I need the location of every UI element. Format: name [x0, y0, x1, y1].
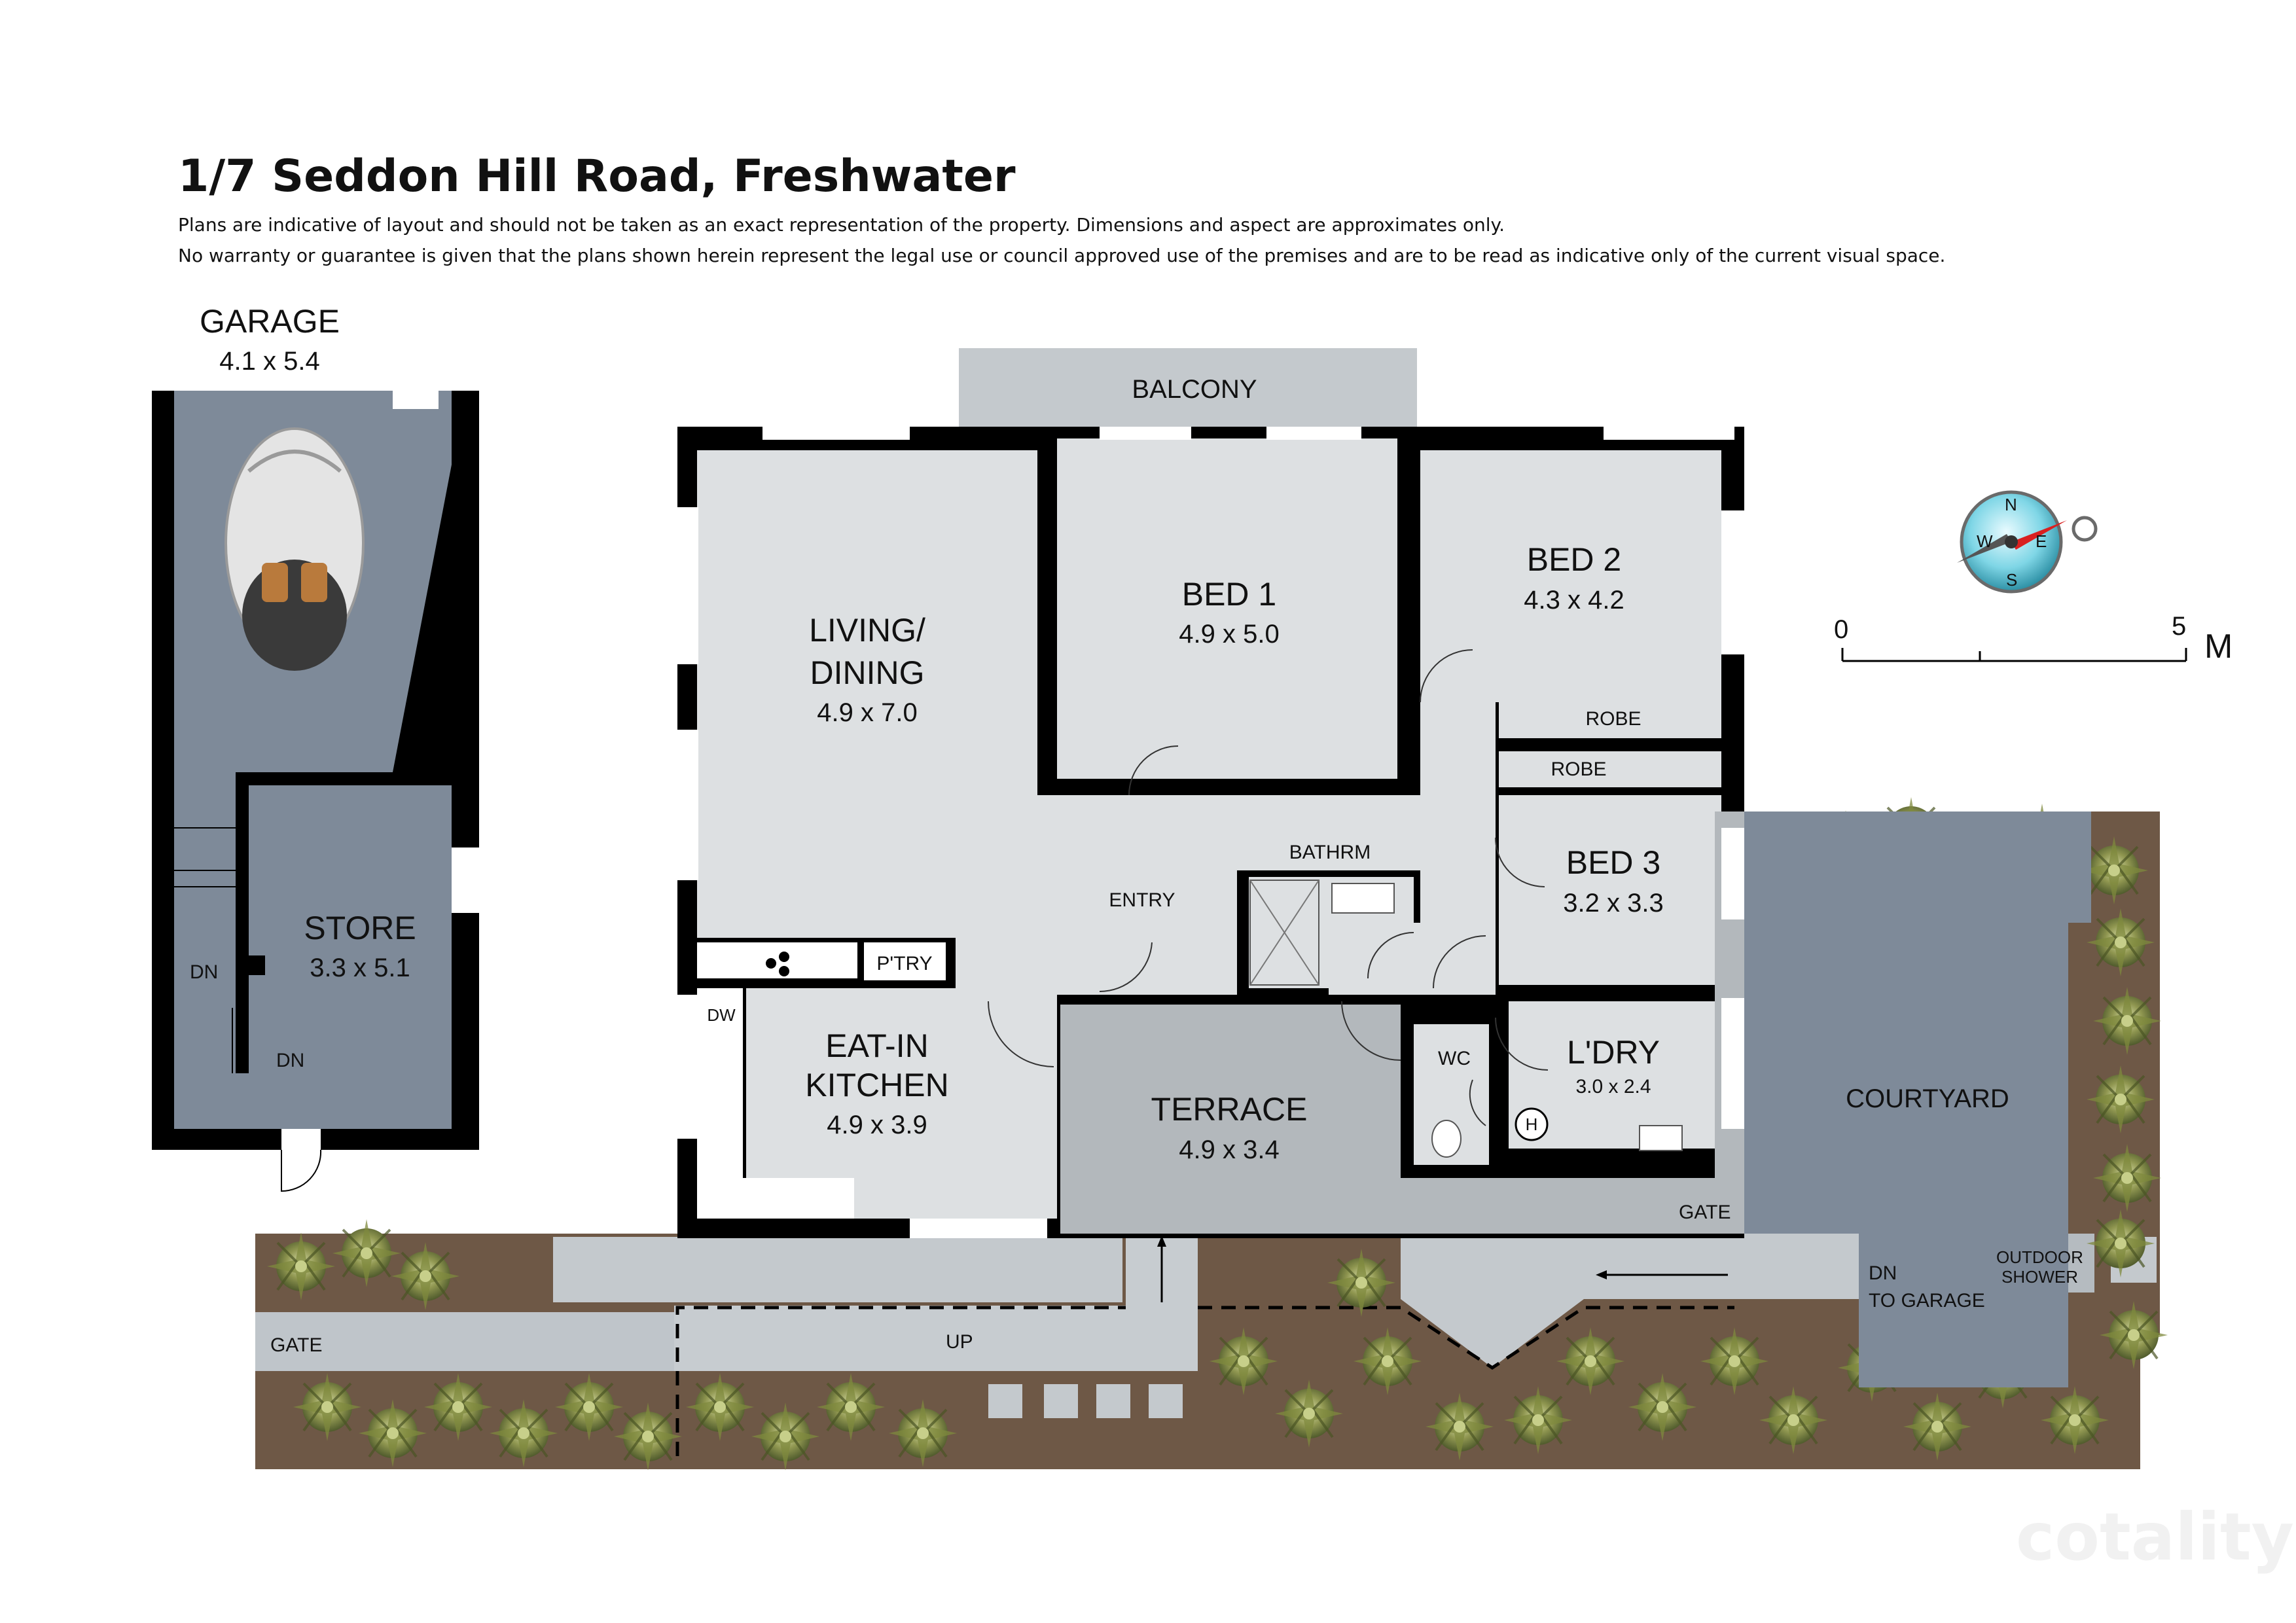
- disclaimer-line-2: No warranty or guarantee is given that t…: [178, 245, 1946, 266]
- robe-upper: [1499, 702, 1721, 738]
- annotation-labels: GATE GATE UP DN TO GARAGE OUTDOOR SHOWER…: [190, 961, 2083, 1356]
- outdoor-shower-label-2: SHOWER: [2001, 1267, 2078, 1287]
- scale-start-label: 0: [1834, 615, 1848, 644]
- page-title: 1/7 Seddon Hill Road, Freshwater: [178, 151, 1016, 202]
- disclaimer-line-1: Plans are indicative of layout and shoul…: [178, 214, 1505, 236]
- compass-east: E: [2036, 531, 2047, 551]
- robe-label-1: ROBE: [1585, 708, 1641, 730]
- watermark-logo: cotality: [2016, 1499, 2294, 1575]
- balcony-label: BALCONY: [1132, 375, 1257, 404]
- pantry-label: P'TRY: [876, 953, 932, 974]
- bathroom-label: BATHRM: [1289, 842, 1371, 863]
- front-paths: [255, 1234, 2157, 1371]
- bed-2-label: BED 2: [1527, 541, 1622, 578]
- scale-unit-label: M: [2204, 628, 2233, 666]
- gate-left-label: GATE: [270, 1334, 322, 1356]
- compass-north: N: [2005, 495, 2017, 514]
- scale-bar: 0 5 M: [1834, 612, 2233, 666]
- living-label-1: LIVING/: [809, 612, 925, 649]
- dishwasher-bench: [697, 988, 743, 1178]
- plan-header: 1/7 Seddon Hill Road, Freshwater Plans a…: [178, 151, 2207, 266]
- dashed-boundary-left: [675, 1306, 1126, 1456]
- store-dim: 3.3 x 5.1: [310, 954, 410, 982]
- bed-1-dim: 4.9 x 5.0: [1179, 620, 1279, 649]
- hot-water-icon: [1515, 1107, 1549, 1141]
- compass-west: W: [1977, 531, 1993, 551]
- pantry: [864, 942, 946, 980]
- bed-3-dim: 3.2 x 3.3: [1563, 889, 1663, 918]
- bed-1-room: [1057, 438, 1397, 779]
- living-label-2: DINING: [810, 654, 925, 691]
- dishwasher-label: DW: [707, 1005, 736, 1025]
- kitchen-label-2: KITCHEN: [805, 1067, 948, 1103]
- hot-water-label: H: [1526, 1115, 1538, 1134]
- terrace-label: TERRACE: [1151, 1091, 1308, 1128]
- dashed-boundary-right: [1198, 1306, 1734, 1370]
- fixtures: [766, 880, 1683, 1158]
- house-footprint: [677, 348, 1744, 1238]
- terrace-dim: 4.9 x 3.4: [1179, 1135, 1279, 1164]
- compass-icon: N W E S: [1957, 490, 2098, 594]
- courtyard-label: COURTYARD: [1846, 1084, 2009, 1113]
- laundry-dim: 3.0 x 2.4: [1575, 1076, 1651, 1097]
- bed-3-label: BED 3: [1566, 844, 1661, 881]
- up-label: UP: [946, 1331, 973, 1353]
- bed-2-room: [1420, 450, 1721, 702]
- windows: [677, 427, 1744, 1238]
- stair-arrows: [1157, 1236, 1728, 1302]
- courtyard: [1744, 812, 2091, 1387]
- bed-2-dim: 4.3 x 4.2: [1524, 586, 1624, 615]
- entry-label: ENTRY: [1109, 889, 1175, 911]
- laundry-label: L'DRY: [1567, 1034, 1660, 1071]
- room-labels: GARAGE 4.1 x 5.4 STORE 3.3 x 5.1 BALCONY…: [200, 303, 2009, 1164]
- kitchen-room: [746, 988, 1057, 1178]
- door-swings: [988, 649, 1549, 1126]
- dn-to-garage-label-1: DN: [1869, 1262, 1897, 1284]
- car-icon: [224, 427, 365, 671]
- wc-label: WC: [1438, 1048, 1471, 1069]
- garage-label: GARAGE: [200, 303, 340, 340]
- dn-store-label: DN: [190, 961, 218, 983]
- bed-1-label: BED 1: [1182, 576, 1277, 613]
- garage-dim: 4.1 x 5.4: [219, 347, 319, 376]
- scale-end-label: 5: [2172, 612, 2186, 641]
- living-dining-room: [697, 450, 1037, 912]
- robe-lower: [1499, 751, 1721, 787]
- kitchen-dim: 4.9 x 3.9: [827, 1111, 927, 1139]
- outdoor-shower-label-1: OUTDOOR: [1996, 1247, 2083, 1267]
- kitchen-label-1: EAT-IN: [825, 1027, 928, 1064]
- gate-right-label: GATE: [1679, 1202, 1731, 1223]
- bed-3-room: [1499, 795, 1721, 985]
- living-dim: 4.9 x 7.0: [817, 698, 917, 727]
- terrace-area: [1060, 1005, 1401, 1234]
- stepping-stones: [988, 1384, 1183, 1418]
- dn-stairs-label: DN: [276, 1050, 304, 1071]
- entry-hall: [956, 870, 1237, 995]
- robe-label-2: ROBE: [1551, 758, 1606, 780]
- store-label: STORE: [304, 910, 416, 946]
- compass-south: S: [2006, 570, 2017, 590]
- dn-to-garage-label-2: TO GARAGE: [1869, 1290, 1985, 1311]
